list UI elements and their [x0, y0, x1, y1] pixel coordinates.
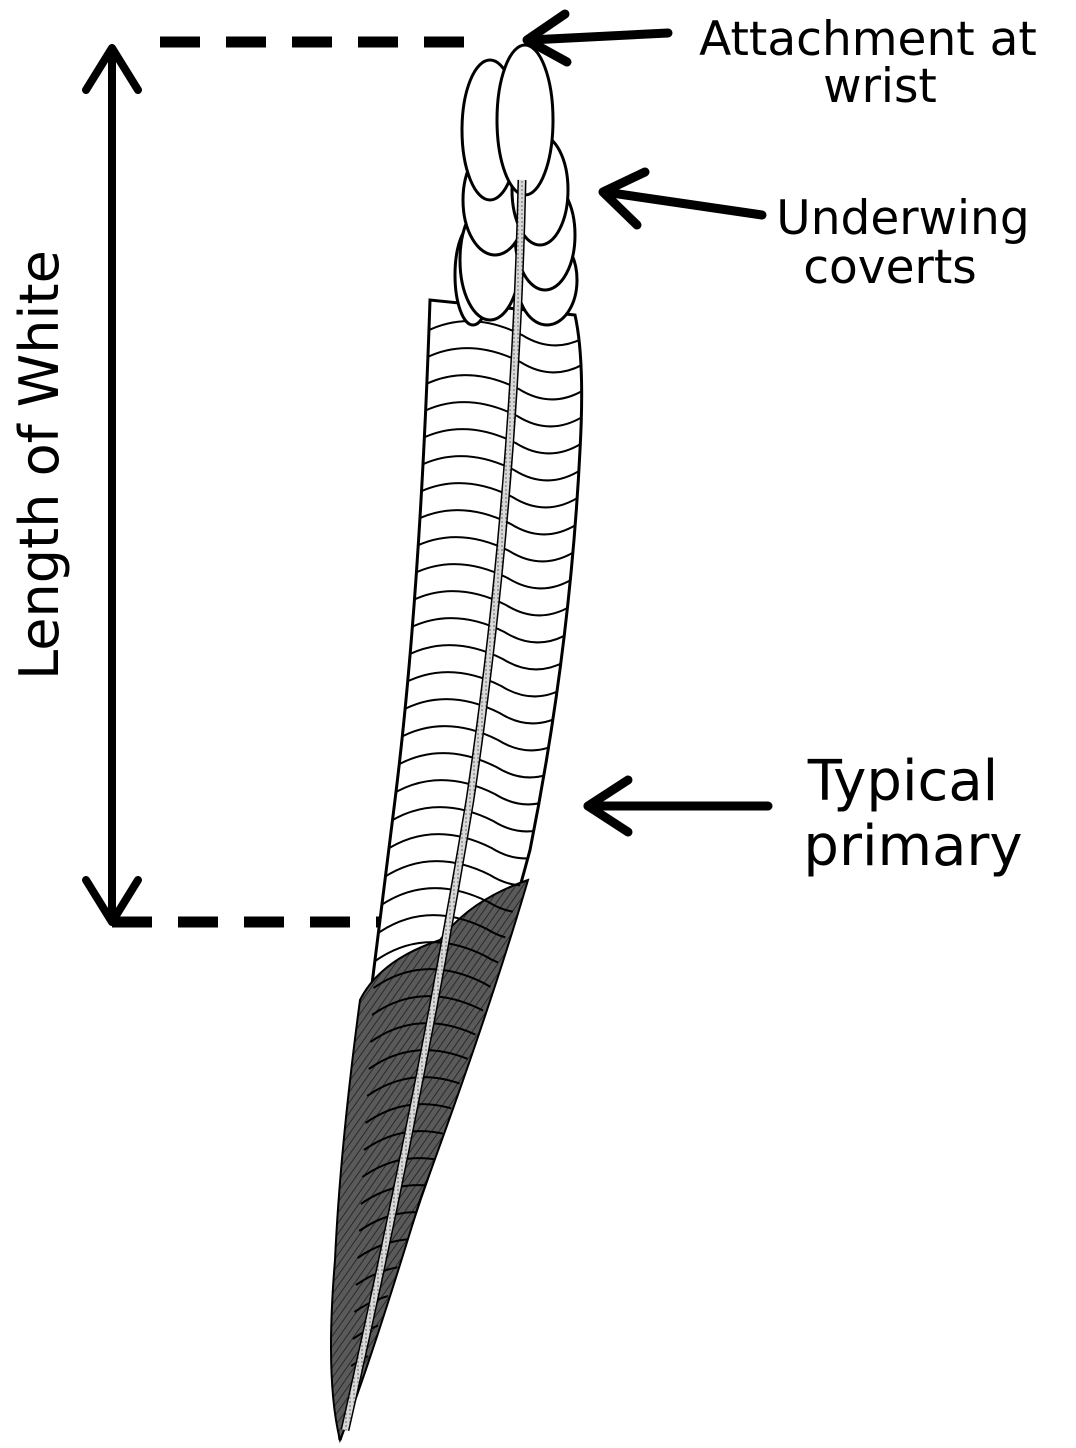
feather-barb: [350, 1374, 540, 1398]
coverts-label-line1: Underwing: [776, 191, 1029, 246]
length-of-white-label: Length of White: [8, 250, 71, 680]
coverts-label-line2: coverts: [803, 240, 977, 295]
primary-arrow: [588, 780, 768, 832]
feather-barb: [351, 1347, 541, 1371]
coverts-arrow: [603, 172, 762, 225]
attachment-arrow: [527, 14, 668, 62]
primary-label-line2: primary: [803, 814, 1022, 879]
feather-icon: [331, 45, 602, 1440]
length-arrow: [86, 48, 138, 922]
attachment-label-line2: wrist: [823, 59, 937, 114]
primary-label-line1: Typical: [807, 749, 998, 814]
